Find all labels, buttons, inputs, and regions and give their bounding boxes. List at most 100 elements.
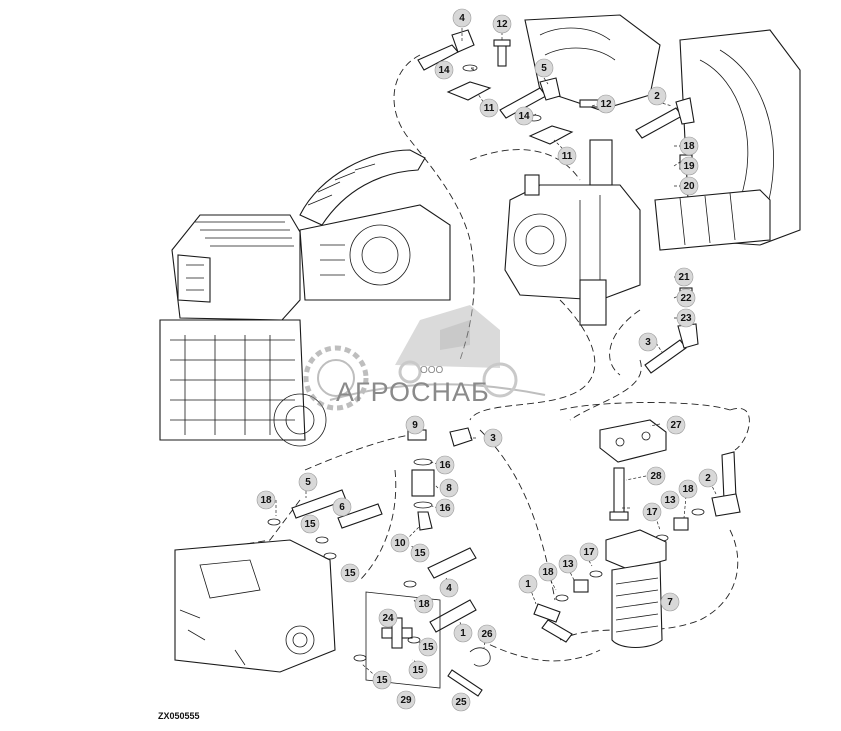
callout-bubble	[435, 498, 455, 518]
part-callout: 16	[435, 498, 455, 518]
callout-label: 20	[683, 181, 695, 192]
callout-label: 12	[496, 19, 508, 30]
part-callout: 15	[418, 637, 438, 657]
part-callout: 23	[676, 308, 696, 328]
callout-label: 18	[683, 141, 695, 152]
callout-bubble	[332, 497, 352, 517]
callout-bubble	[405, 415, 425, 435]
callout-label: 29	[400, 695, 412, 706]
part-callout: 27	[666, 415, 686, 435]
callout-bubble	[492, 14, 512, 34]
callout-bubble	[477, 624, 497, 644]
callout-label: 23	[680, 313, 692, 324]
part-callout: 22	[676, 288, 696, 308]
callout-label: 22	[680, 293, 692, 304]
watermark-name: АГРОСНАБ	[336, 377, 490, 407]
callout-bubble	[642, 502, 662, 522]
part-callout: 10	[390, 533, 410, 553]
callout-label: 17	[646, 507, 658, 518]
part-callout: 6	[332, 497, 352, 517]
callout-bubble	[378, 608, 398, 628]
part-callout: 18	[678, 479, 698, 499]
callout-label: 18	[260, 495, 272, 506]
callout-label: 15	[412, 665, 424, 676]
callout-bubble	[534, 58, 554, 78]
part-callout: 13	[660, 490, 680, 510]
lower-parts	[174, 419, 741, 697]
part-callout: 3	[638, 332, 658, 352]
callout-label: 10	[394, 538, 406, 549]
part-callout: 1	[453, 623, 473, 643]
callout-bubble	[679, 136, 699, 156]
callout-bubble	[479, 98, 499, 118]
callout-bubble	[676, 288, 696, 308]
watermark-logo	[303, 305, 546, 411]
callout-label: 8	[446, 483, 452, 494]
callout-label: 13	[562, 559, 574, 570]
callout-bubble	[660, 490, 680, 510]
part-callout: 8	[439, 478, 459, 498]
callout-label: 11	[484, 103, 495, 114]
callout-label: 9	[412, 420, 418, 431]
callout-bubble	[453, 623, 473, 643]
callout-bubble	[678, 479, 698, 499]
callout-label: 28	[650, 471, 662, 482]
part-callout: 15	[408, 660, 428, 680]
callout-bubble	[256, 490, 276, 510]
part-callout: 9	[405, 415, 425, 435]
part-callout: 2	[647, 86, 667, 106]
callout-bubble	[300, 514, 320, 534]
figure-code: ZX050555	[158, 711, 200, 721]
part-callout: 14	[434, 60, 454, 80]
callout-bubble	[439, 478, 459, 498]
callout-label: 3	[490, 433, 496, 444]
callout-label: 15	[422, 642, 434, 653]
part-callout: 18	[256, 490, 276, 510]
callout-label: 26	[481, 629, 493, 640]
part-callout: 16	[435, 455, 455, 475]
callout-label: 15	[304, 519, 316, 530]
callout-bubble	[396, 690, 416, 710]
callout-bubble	[666, 415, 686, 435]
callout-label: 14	[518, 111, 530, 122]
part-callout: 7	[660, 592, 680, 612]
callout-bubble	[698, 468, 718, 488]
callout-bubble	[579, 542, 599, 562]
part-callout: 18	[538, 562, 558, 582]
callout-label: 11	[562, 151, 573, 162]
callout-bubble	[676, 308, 696, 328]
callout-bubble	[518, 574, 538, 594]
callout-bubble	[646, 466, 666, 486]
callout-bubble	[340, 563, 360, 583]
part-callout: 21	[674, 267, 694, 287]
callout-bubble	[647, 86, 667, 106]
callout-label: 27	[670, 420, 682, 431]
callout-bubble	[557, 146, 577, 166]
callout-bubble	[408, 660, 428, 680]
pump-assembly	[504, 14, 801, 326]
callout-label: 15	[344, 568, 356, 579]
callout-label: 7	[667, 597, 673, 608]
part-callout: 15	[410, 543, 430, 563]
part-callout: 2	[698, 468, 718, 488]
part-callout: 13	[558, 554, 578, 574]
callout-label: 24	[382, 613, 394, 624]
part-callout: 3	[483, 428, 503, 448]
callout-bubble	[451, 692, 471, 712]
callout-label: 18	[682, 484, 694, 495]
part-callout: 25	[451, 692, 471, 712]
callout-label: 15	[414, 548, 426, 559]
callout-bubble	[435, 455, 455, 475]
callout-label: 14	[438, 65, 450, 76]
part-callout: 20	[679, 176, 699, 196]
part-callout: 18	[414, 594, 434, 614]
callout-label: 2	[654, 91, 660, 102]
callout-label: 15	[376, 675, 388, 686]
part-callout: 15	[340, 563, 360, 583]
part-callout: 12	[492, 14, 512, 34]
callout-bubble	[674, 267, 694, 287]
callout-layer: 4121411512141121819202122233931681610155…	[256, 8, 718, 712]
machine-illustration	[159, 149, 451, 447]
part-callout: 14	[514, 106, 534, 126]
